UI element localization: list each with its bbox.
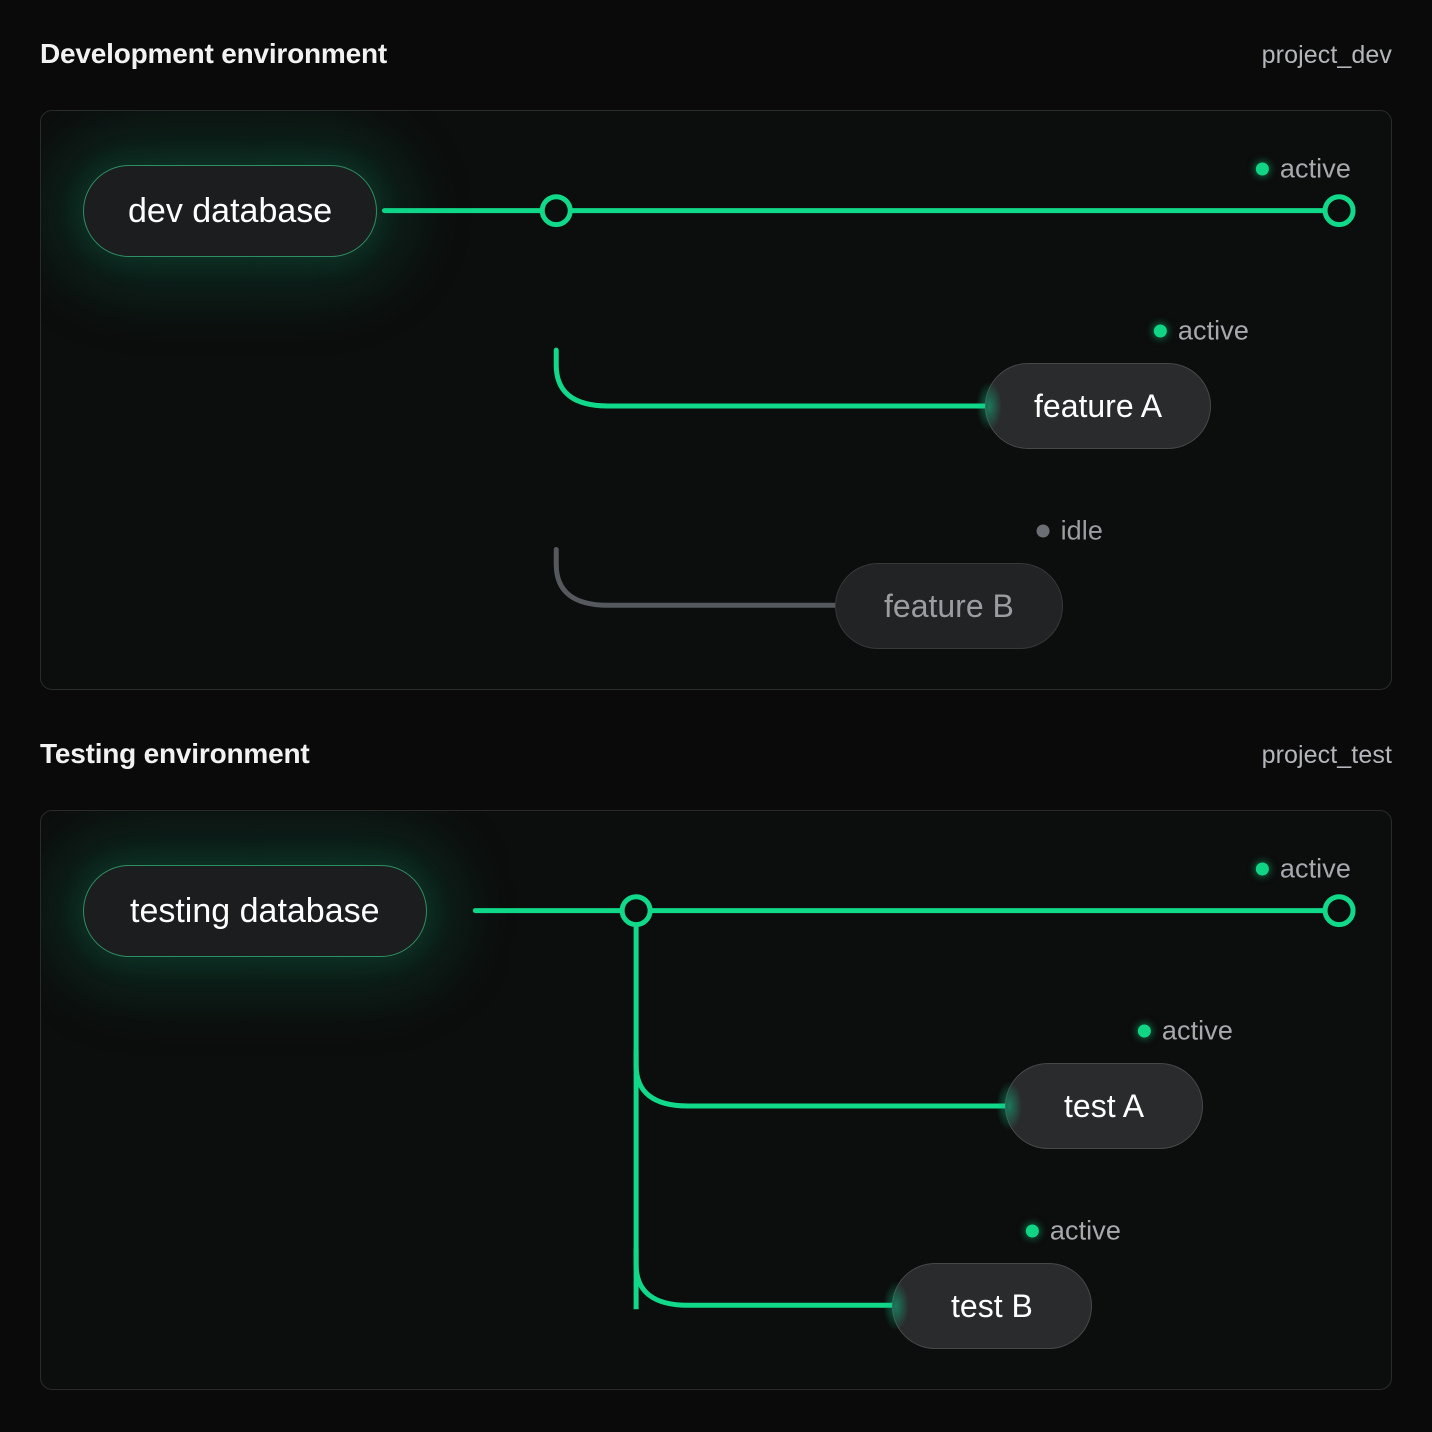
status-label: active	[1279, 153, 1351, 184]
node-label: feature A	[1034, 387, 1163, 424]
node-testing-database[interactable]: testing database	[83, 865, 427, 957]
page-title-testing: Testing environment	[40, 738, 310, 769]
page-title-development: Development environment	[40, 38, 388, 69]
node-label: testing database	[130, 891, 380, 930]
status-badge-feature-b: idle	[1036, 515, 1103, 547]
status-dot-icon	[1036, 524, 1050, 538]
node-dev-database[interactable]: dev database	[83, 165, 378, 257]
status-label: active	[1049, 1215, 1121, 1246]
status-label: active	[1161, 1015, 1233, 1046]
wire-connection-glow-icon	[996, 1081, 1022, 1131]
project-tag-testing: project_test	[1261, 741, 1392, 769]
panel-testing: testing database active test A active te…	[40, 810, 1392, 1390]
status-badge-trunk-development: active	[1255, 153, 1351, 185]
status-badge-feature-a: active	[1153, 315, 1249, 347]
node-test-a[interactable]: test A	[996, 1063, 1204, 1149]
node-label: test A	[1064, 1087, 1145, 1124]
node-label: feature B	[884, 587, 1014, 624]
wire-connection-glow-icon	[883, 1281, 909, 1331]
section-header-development: Development environment project_dev	[40, 38, 1392, 82]
node-feature-b[interactable]: feature B	[835, 563, 1063, 649]
panel-development: dev database active feature A active fea…	[40, 110, 1392, 690]
status-badge-test-a: active	[1137, 1015, 1233, 1047]
status-dot-icon	[1255, 862, 1269, 876]
node-test-b[interactable]: test B	[883, 1263, 1092, 1349]
status-label: active	[1177, 315, 1249, 346]
node-feature-a[interactable]: feature A	[976, 363, 1212, 449]
status-dot-icon	[1153, 324, 1167, 338]
status-badge-trunk-testing: active	[1255, 853, 1351, 885]
status-dot-icon	[1025, 1224, 1039, 1238]
node-label: dev database	[128, 191, 333, 230]
status-badge-test-b: active	[1025, 1215, 1121, 1247]
project-tag-development: project_dev	[1261, 41, 1392, 69]
status-dot-icon	[1255, 162, 1269, 176]
status-dot-icon	[1137, 1024, 1151, 1038]
wire-connection-glow-icon	[976, 381, 1002, 431]
node-label: test B	[951, 1287, 1033, 1324]
section-header-testing: Testing environment project_test	[40, 738, 1392, 782]
status-label: idle	[1060, 515, 1103, 546]
status-label: active	[1279, 853, 1351, 884]
